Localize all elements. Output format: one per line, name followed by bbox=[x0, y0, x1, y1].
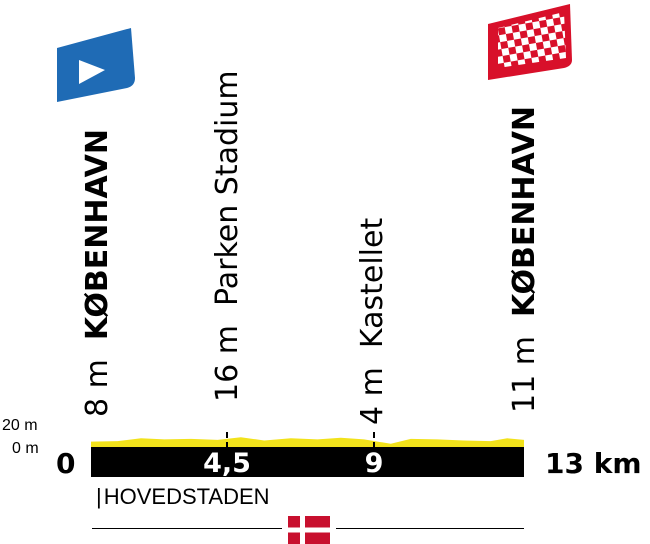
start-flag-icon bbox=[57, 28, 135, 102]
y-tick-20m: 20 m bbox=[2, 417, 38, 434]
divider-left bbox=[92, 528, 282, 529]
region-label: |HOVEDSTADEN bbox=[96, 484, 270, 509]
point-label-start: 8 m KØBENHAVN bbox=[80, 129, 115, 417]
km-label-parken: 4,5 bbox=[203, 448, 251, 479]
finish-flag-icon bbox=[488, 4, 572, 80]
terrain-area bbox=[91, 437, 524, 448]
denmark-flag-icon bbox=[288, 516, 330, 544]
end-km-label: 13 km bbox=[545, 447, 642, 480]
marker-line-parken bbox=[226, 432, 228, 448]
elevation-profile bbox=[91, 437, 524, 448]
start-km-label: 0 bbox=[56, 447, 76, 480]
km-label-kastellet: 9 bbox=[364, 448, 384, 479]
marker-line-kastellet bbox=[373, 432, 375, 448]
distance-axis-bar bbox=[91, 447, 524, 477]
point-label-parken: 16 m Parken Stadium bbox=[210, 70, 245, 402]
point-label-finish: 11 m KØBENHAVN bbox=[507, 105, 542, 413]
point-label-kastellet: 4 m Kastellet bbox=[355, 217, 390, 425]
divider-right bbox=[336, 528, 524, 529]
y-tick-0m: 0 m bbox=[12, 440, 39, 457]
